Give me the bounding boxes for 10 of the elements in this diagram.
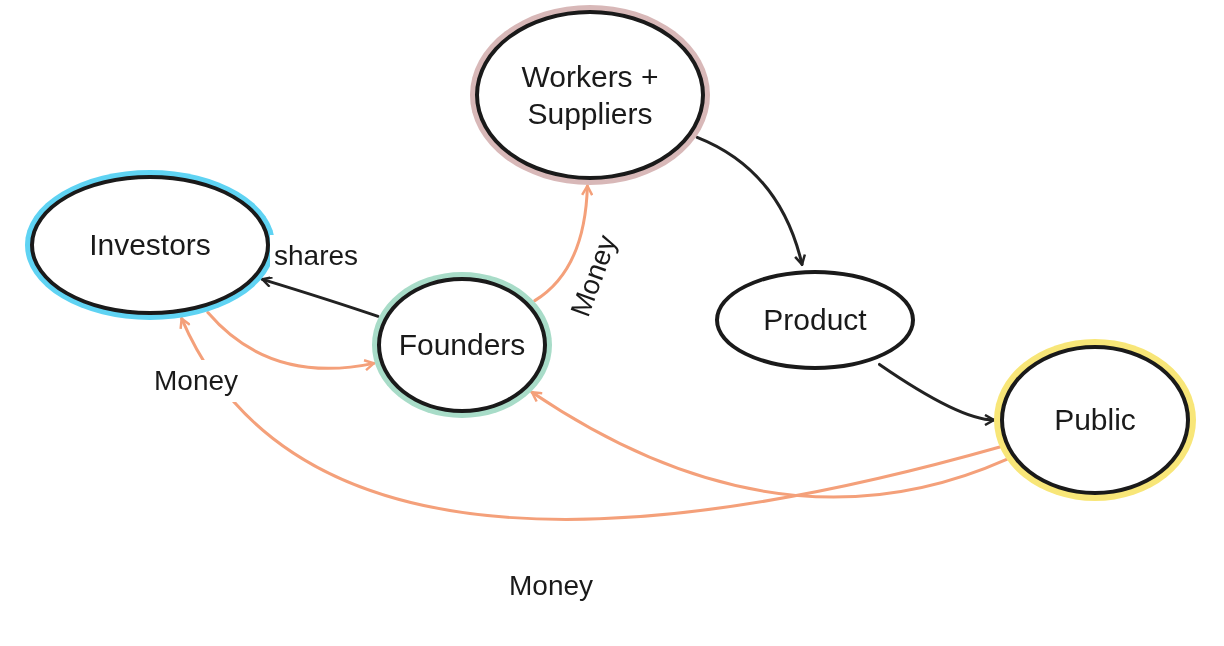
arrow — [695, 135, 806, 266]
node-label: Workers + Suppliers — [520, 58, 660, 132]
arrow — [533, 184, 594, 303]
arrow — [530, 390, 1009, 499]
node-label: Founders — [398, 327, 526, 364]
node-label: Investors — [89, 227, 211, 264]
arrow — [180, 317, 1002, 521]
node-label: Product — [763, 302, 867, 339]
arrow — [260, 275, 380, 318]
node-label: Public — [1054, 402, 1136, 439]
